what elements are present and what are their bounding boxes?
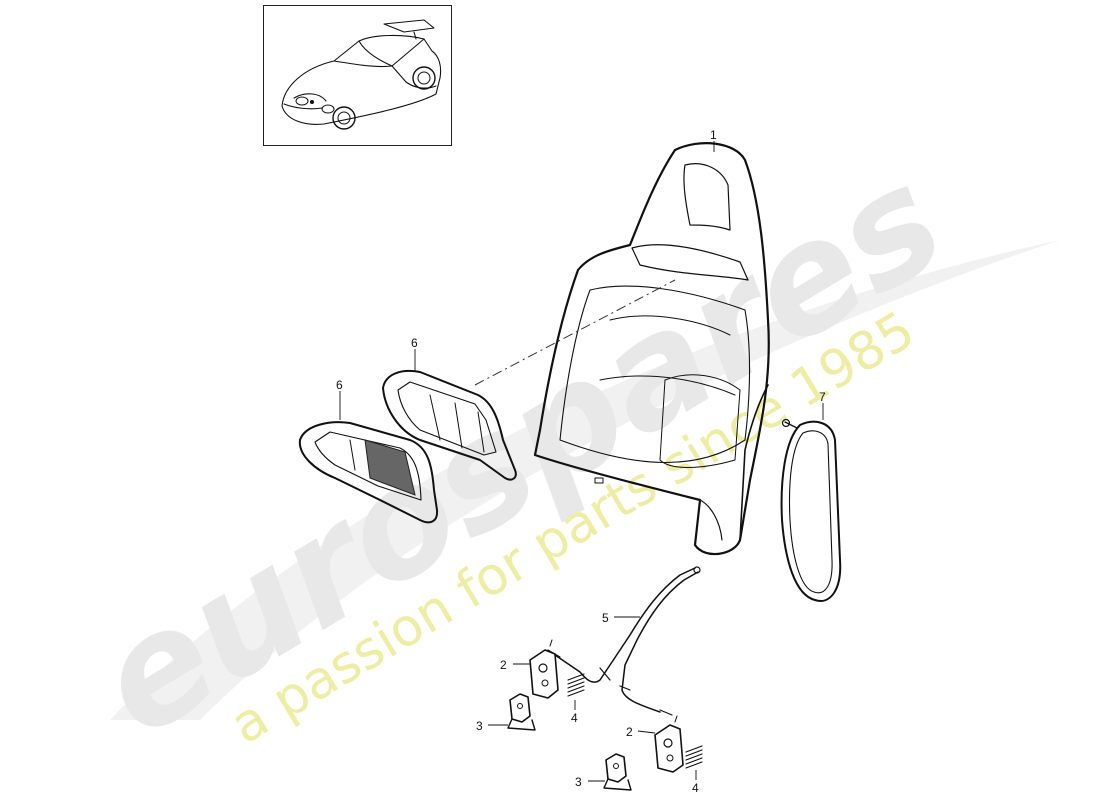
callout-leaders — [339, 141, 824, 782]
callout-4-left: 4 — [571, 711, 578, 725]
leader-2-right — [637, 730, 656, 734]
hinge-bracket-right — [654, 715, 684, 773]
callout-7: 7 — [819, 390, 826, 404]
spring-right — [685, 745, 703, 769]
callout-3-right: 3 — [575, 775, 582, 789]
trim-frame-lower — [298, 421, 439, 524]
vehicle-thumbnail — [263, 5, 452, 146]
car-icon — [281, 19, 442, 130]
callout-6-lower: 6 — [336, 378, 343, 392]
callout-4-right: 4 — [692, 781, 699, 795]
callout-2-right: 2 — [626, 725, 633, 739]
spring-left — [567, 673, 585, 697]
callout-6-upper: 6 — [411, 336, 418, 350]
side-cover — [780, 418, 842, 602]
watermark: eurospares a passion for parts since 198… — [69, 133, 1060, 771]
trim-frame-upper — [382, 369, 517, 481]
seat-shell — [533, 142, 770, 556]
mount-bracket-left — [507, 693, 536, 731]
callout-2-left: 2 — [500, 658, 507, 672]
release-cable — [547, 566, 701, 716]
assembly-leader-line — [474, 279, 676, 386]
callout-1: 1 — [710, 128, 717, 142]
callout-3-left: 3 — [476, 719, 483, 733]
watermark-swoosh — [110, 240, 1060, 720]
mount-bracket-right — [603, 753, 632, 791]
hinge-bracket-left — [529, 639, 559, 699]
callout-5: 5 — [602, 611, 609, 625]
callout-labels: 1 2 2 3 3 4 4 5 6 6 7 — [336, 128, 826, 795]
